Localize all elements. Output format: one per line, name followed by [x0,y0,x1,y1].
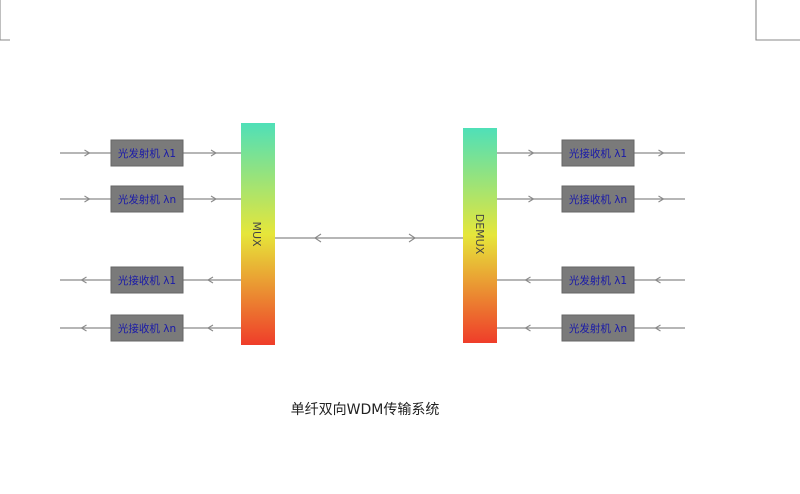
transceiver-label: 光接收机 λ1 [569,147,627,160]
demux-block [463,128,497,343]
arrow-left-icon [314,233,322,243]
arrow-left-icon [80,324,87,332]
transceiver-box [110,314,184,342]
transceiver-label: 光接收机 λn [569,193,627,206]
mux-label: MUX [250,221,263,247]
arrow-right-icon [210,149,218,157]
arrow-right-icon [658,149,665,157]
transceiver-label: 光接收机 λ1 [118,274,176,287]
transceiver-label: 光发射机 λn [118,193,176,206]
arrow-right-icon [84,149,91,157]
transceiver-box [110,139,184,167]
arrow-left-icon [654,276,661,284]
transceiver-box [561,185,635,213]
arrow-left-icon [206,276,214,284]
unit-row: 光接收机 λn [60,314,241,342]
arrow-right-icon [528,149,535,157]
arrow-left-icon [524,276,531,284]
transceiver-label: 光发射机 λn [569,322,627,335]
transceiver-label: 光接收机 λn [118,322,176,335]
arrow-right-icon [528,195,535,203]
transceiver-box [561,139,635,167]
transceiver-box [561,266,635,294]
transceiver-label: 光发射机 λ1 [569,274,627,287]
arrow-left-icon [524,324,531,332]
arrow-left-icon [654,324,661,332]
transceiver-label: 光发射机 λ1 [118,147,176,160]
mux-block [241,123,275,345]
arrow-right-icon [408,233,416,243]
arrow-right-icon [210,195,218,203]
unit-row: 光接收机 λ1 [60,266,241,294]
transceiver-box [110,185,184,213]
arrow-left-icon [80,276,87,284]
arrow-left-icon [206,324,214,332]
arrow-right-icon [84,195,91,203]
unit-row: 光发射机 λn [497,314,685,342]
unit-row: 光发射机 λ1 [60,139,241,167]
corner-mark-right [755,0,800,41]
unit-row: 光接收机 λ1 [497,139,685,167]
transceiver-box [110,266,184,294]
demux-label: DEMUX [473,214,486,255]
unit-row: 光接收机 λn [497,185,685,213]
transceiver-box [561,314,635,342]
corner-mark-left [0,0,10,41]
unit-row: 光发射机 λ1 [497,266,685,294]
unit-row: 光发射机 λn [60,185,241,213]
arrow-right-icon [658,195,665,203]
diagram-title: 单纤双向WDM传输系统 [291,402,440,418]
